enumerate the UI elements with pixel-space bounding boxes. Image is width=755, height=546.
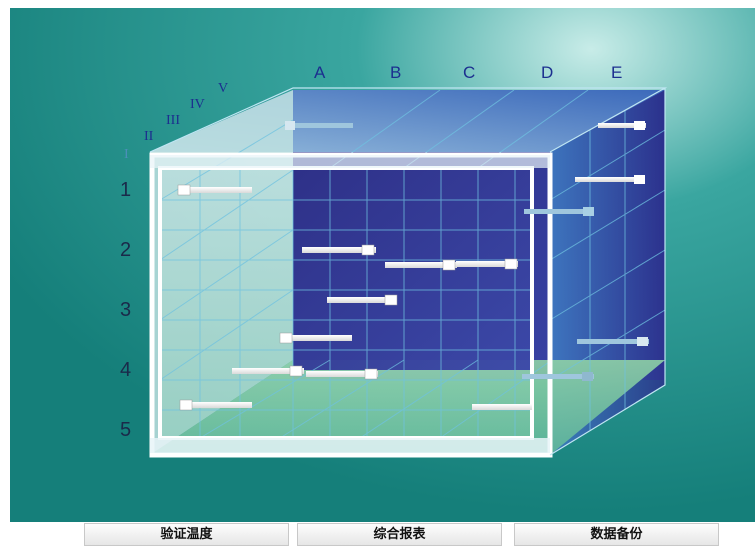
column-label: A	[314, 63, 326, 82]
front-frame-top	[150, 155, 550, 168]
data-backup-button[interactable]: 数据备份	[514, 523, 719, 546]
column-label: D	[541, 63, 553, 82]
storage-bar[interactable]	[598, 121, 646, 130]
row-label: 3	[120, 299, 131, 321]
column-label: E	[611, 63, 622, 82]
summary-report-button[interactable]: 综合报表	[297, 523, 502, 546]
box-edges	[149, 87, 668, 456]
storage-bar[interactable]	[302, 244, 376, 256]
layer-label: I	[124, 147, 129, 162]
layer-label: IV	[190, 97, 205, 112]
row-labels: 1 2 3 4 5	[120, 179, 131, 441]
storage-bar[interactable]	[577, 337, 649, 346]
storage-bar[interactable]	[232, 365, 304, 377]
storage-bar[interactable]	[327, 294, 398, 306]
storage-bar[interactable]	[456, 258, 518, 270]
verify-temperature-button[interactable]: 验证温度	[84, 523, 289, 546]
row-label: 1	[120, 179, 131, 201]
layer-label: III	[166, 113, 180, 128]
column-label: C	[463, 63, 475, 82]
layer-label: II	[144, 129, 154, 144]
layer-label: V	[218, 81, 228, 96]
storage-bar[interactable]	[179, 399, 252, 411]
storage-bars	[177, 121, 649, 411]
front-frame-bottom	[150, 438, 550, 453]
column-labels: A B C D E	[314, 63, 622, 82]
row-label: 5	[120, 419, 131, 441]
storage-bar[interactable]	[306, 368, 378, 380]
storage-bar[interactable]	[177, 184, 252, 196]
row-label: 4	[120, 359, 131, 381]
storage-bar[interactable]	[285, 121, 353, 130]
storage-bar[interactable]	[522, 372, 594, 381]
column-label: B	[390, 63, 401, 82]
storage-bar[interactable]	[575, 175, 645, 184]
storage-bar[interactable]	[524, 207, 594, 216]
row-label: 2	[120, 239, 131, 261]
storage-bar[interactable]	[279, 332, 352, 344]
layer-labels: I II III IV V	[124, 81, 228, 162]
storage-bar[interactable]	[385, 259, 457, 271]
storage-bar[interactable]	[472, 404, 532, 410]
